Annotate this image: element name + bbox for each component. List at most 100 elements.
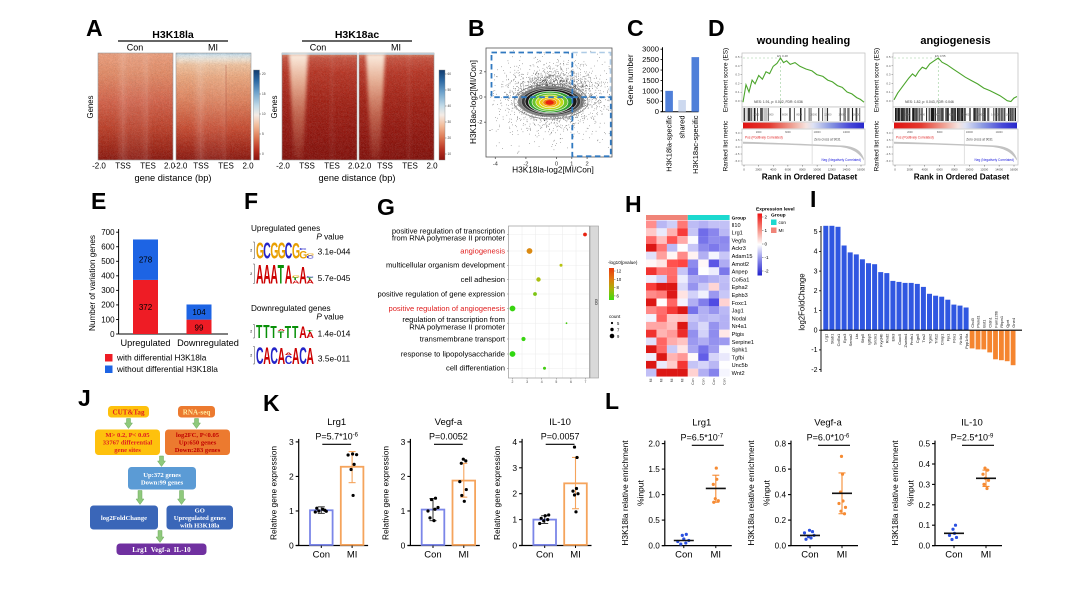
svg-text:Plxnd1: Plxnd1: [976, 315, 981, 328]
svg-text:4000: 4000: [919, 113, 925, 117]
svg-text:transmembrane transport: transmembrane transport: [420, 334, 506, 343]
svg-text:TES: TES: [402, 162, 418, 171]
svg-text:H3K18la-log2[MI/Con]: H3K18la-log2[MI/Con]: [512, 165, 594, 175]
svg-text:Con: Con: [722, 378, 726, 384]
svg-text:-2: -2: [523, 162, 528, 168]
svg-text:MI: MI: [981, 550, 992, 561]
svg-text:Pos (Positively Correlated): Pos (Positively Correlated): [745, 136, 783, 140]
svg-text:gene distance (bp): gene distance (bp): [134, 173, 211, 183]
svg-text:0.5: 0.5: [735, 55, 740, 59]
svg-text:ES 0.48: ES 0.48: [777, 54, 788, 58]
svg-text:2: 2: [250, 353, 252, 357]
svg-text:log2FoldChange: log2FoldChange: [101, 515, 147, 522]
svg-text:8: 8: [617, 285, 620, 290]
svg-text:0.4: 0.4: [735, 64, 740, 68]
svg-text:Con: Con: [691, 378, 695, 384]
svg-text:G: G: [270, 238, 278, 264]
svg-text:TSS: TSS: [299, 162, 315, 171]
svg-text:Srcin1: Srcin1: [872, 333, 877, 345]
svg-text:500: 500: [101, 257, 115, 266]
svg-text:2.5: 2.5: [887, 138, 891, 142]
svg-text:0: 0: [765, 242, 768, 247]
svg-text:Tns2: Tns2: [921, 333, 926, 343]
svg-text:P=2.5*10-9: P=2.5*10-9: [951, 433, 994, 443]
svg-text:15: 15: [262, 92, 266, 96]
svg-text:0.6: 0.6: [775, 465, 787, 474]
svg-text:log2FoldChange: log2FoldChange: [798, 273, 807, 330]
svg-text:3: 3: [401, 437, 406, 447]
svg-text:12000: 12000: [977, 113, 985, 117]
svg-text:J: J: [78, 385, 91, 411]
svg-text:4: 4: [512, 437, 517, 447]
svg-text:Pmfn1: Pmfn1: [909, 333, 914, 345]
svg-text:0: 0: [814, 327, 818, 334]
svg-text:2.0: 2.0: [648, 440, 660, 449]
svg-text:A: A: [278, 329, 286, 332]
svg-text:2: 2: [401, 471, 406, 481]
svg-text:-2.5: -2.5: [886, 152, 891, 156]
svg-text:1: 1: [289, 506, 294, 516]
svg-text:6: 6: [570, 380, 572, 384]
svg-text:from RNA polymerase II promote: from RNA polymerase II promoter: [392, 234, 506, 243]
svg-text:0.2: 0.2: [919, 501, 931, 510]
svg-text:1500: 1500: [642, 76, 659, 85]
svg-text:1.0: 1.0: [648, 491, 660, 500]
svg-text:1000: 1000: [642, 86, 659, 95]
svg-text:F: F: [244, 188, 258, 214]
svg-text:14000: 14000: [996, 131, 1004, 134]
svg-text:Neg (Negatively Correlated): Neg (Negatively Correlated): [821, 158, 861, 162]
svg-text:Fam126b: Fam126b: [993, 310, 998, 328]
svg-text:2000: 2000: [756, 168, 763, 172]
svg-text:Genes: Genes: [86, 95, 95, 118]
svg-text:3: 3: [512, 463, 517, 473]
svg-text:2: 2: [289, 471, 294, 481]
svg-text:T: T: [278, 260, 285, 290]
svg-text:Zero cross at 9031: Zero cross at 9031: [966, 138, 993, 142]
svg-text:200: 200: [101, 301, 115, 310]
svg-text:P value: P value: [316, 233, 344, 242]
svg-text:2: 2: [512, 380, 514, 384]
svg-text:H3K18ac: H3K18ac: [335, 29, 380, 41]
svg-text:Group: Group: [732, 216, 746, 222]
svg-text:50: 50: [448, 88, 452, 92]
svg-text:16000: 16000: [1006, 113, 1014, 117]
svg-text:0: 0: [401, 541, 406, 551]
svg-text:1: 1: [512, 515, 517, 525]
svg-text:10000: 10000: [966, 131, 974, 134]
svg-text:cell differentiation: cell differentiation: [446, 364, 505, 373]
svg-text:0.4: 0.4: [919, 460, 931, 469]
svg-text:C: C: [627, 15, 644, 41]
svg-text:MI: MI: [779, 228, 784, 233]
svg-text:372: 372: [139, 303, 153, 312]
svg-text:0.5: 0.5: [886, 55, 891, 59]
svg-text:0: 0: [110, 330, 115, 339]
svg-text:I: I: [810, 186, 816, 212]
svg-text:TES: TES: [218, 162, 234, 171]
svg-text:positive regulation of angioge: positive regulation of angiogenesis: [388, 304, 505, 313]
svg-text:gene distance (bp): gene distance (bp): [318, 173, 395, 183]
svg-text:14000: 14000: [995, 168, 1003, 172]
svg-text:0.2: 0.2: [775, 516, 787, 525]
svg-text:A: A: [292, 279, 300, 284]
svg-text:Ppp1r9a: Ppp1r9a: [964, 333, 969, 349]
svg-text:A: A: [306, 278, 314, 285]
svg-text:Tgm2: Tgm2: [927, 333, 932, 344]
svg-text:TSS: TSS: [115, 162, 131, 171]
svg-text:0.1: 0.1: [886, 90, 891, 94]
svg-text:B: B: [468, 15, 485, 41]
svg-text:Enrichment score (ES): Enrichment score (ES): [723, 48, 730, 112]
svg-text:MI: MI: [347, 550, 358, 561]
svg-text:Con: Con: [310, 43, 327, 53]
svg-text:Downregulated: Downregulated: [177, 338, 239, 348]
svg-text:NES: 1.91, p: 0.002, FDR: 0.03: NES: 1.91, p: 0.002, FDR: 0.036: [754, 100, 803, 104]
svg-text:Rhpn1: Rhpn1: [999, 315, 1004, 328]
svg-text:regulation of transcription fr: regulation of transcription from: [402, 315, 505, 324]
svg-text:Ranked list metric: Ranked list metric: [723, 120, 730, 172]
svg-text:Down:99 genes: Down:99 genes: [141, 479, 184, 486]
svg-text:%input: %input: [635, 480, 645, 506]
svg-text:-1: -1: [765, 255, 770, 260]
svg-text:C: C: [306, 276, 314, 279]
svg-text:99: 99: [195, 324, 204, 333]
svg-text:0.0: 0.0: [919, 542, 931, 551]
svg-text:5: 5: [814, 229, 818, 236]
